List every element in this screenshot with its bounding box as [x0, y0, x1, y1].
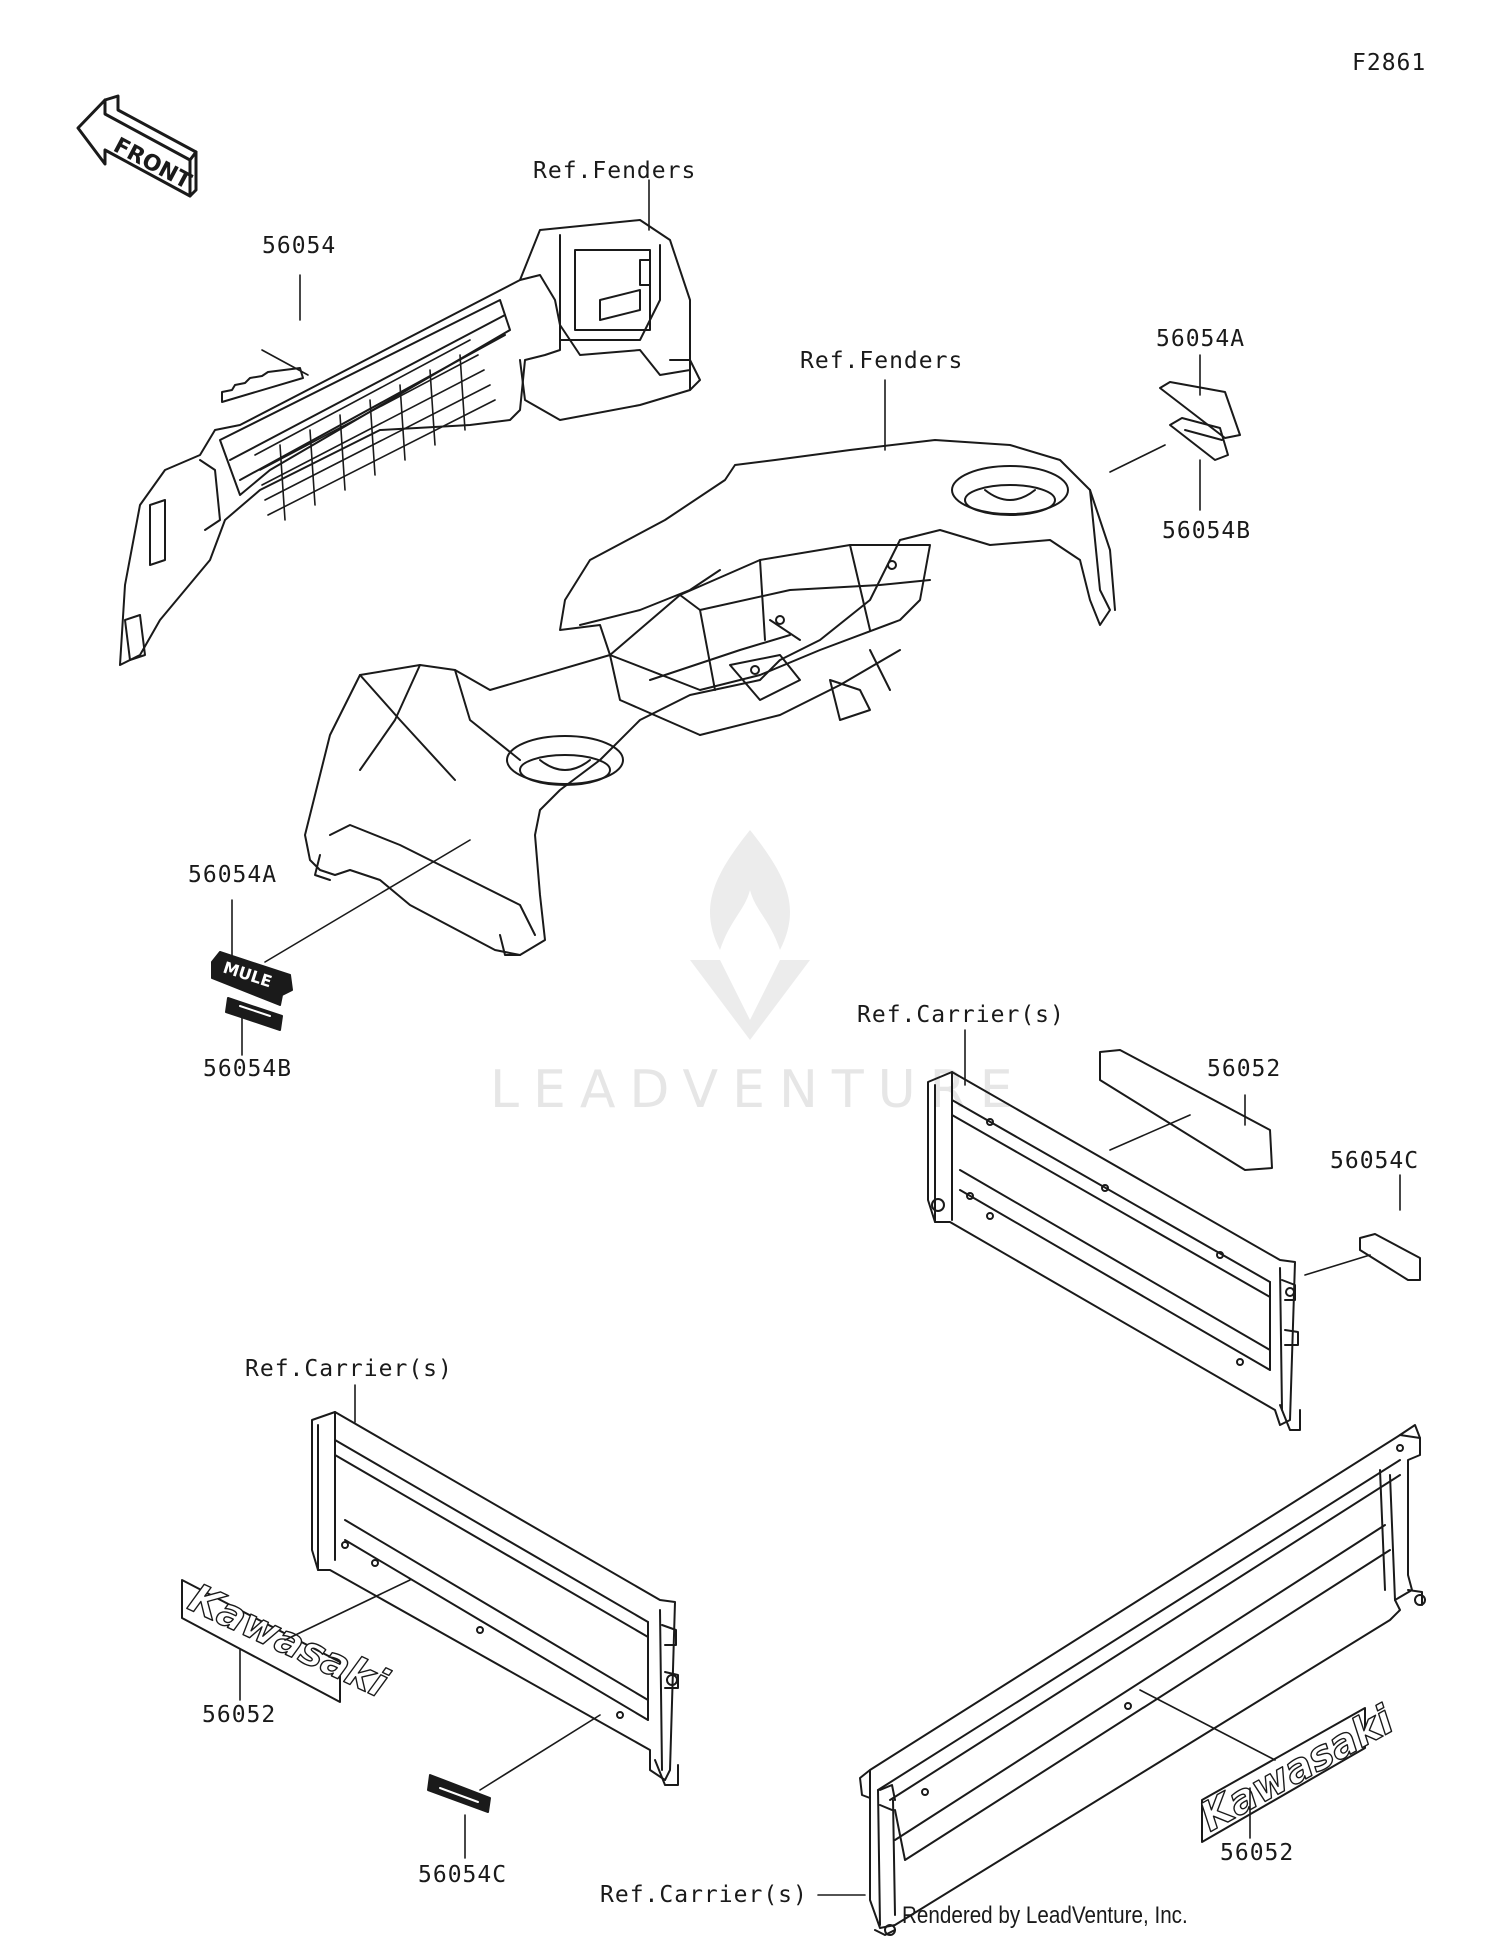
label-ref-fenders-front[interactable]: Ref.Fenders: [533, 158, 697, 184]
label-ref-carriers-upper[interactable]: Ref.Carrier(s): [857, 1002, 1065, 1028]
leadventure-watermark-flame-icon: [690, 830, 810, 1040]
svg-text:Kawasaki: Kawasaki: [1193, 1697, 1403, 1841]
label-part-56054b-right[interactable]: 56054B: [1162, 518, 1252, 544]
svg-text:Kawasaki: Kawasaki: [182, 1575, 396, 1707]
badge-56054c-bottom: [427, 1774, 491, 1813]
diagram-code: F2861: [1352, 50, 1427, 76]
watermark-text: LEADVENTURE: [490, 1060, 1027, 1120]
label-part-56052-left[interactable]: 56052: [202, 1702, 277, 1728]
mule-logo-decal: MULE: [211, 951, 293, 1006]
label-part-56052-upper[interactable]: 56052: [1207, 1056, 1282, 1082]
decal-56052-upper: [1099, 1049, 1273, 1171]
label-ref-carriers-bottom[interactable]: Ref.Carrier(s): [600, 1882, 808, 1908]
label-ref-fenders-main[interactable]: Ref.Fenders: [800, 348, 964, 374]
kawasaki-decal-right: Kawasaki: [1192, 1696, 1403, 1843]
kawasaki-decal-left: Kawasaki: [181, 1575, 396, 1708]
label-part-56052-bottom[interactable]: 56052: [1220, 1840, 1295, 1866]
label-part-56054a-left[interactable]: 56054A: [188, 862, 278, 888]
label-part-56054a-right[interactable]: 56054A: [1156, 326, 1246, 352]
label-part-56054c-right[interactable]: 56054C: [1330, 1148, 1420, 1174]
front-arrow-icon: FRONT: [76, 94, 198, 198]
decal-56054a-56054b-right: [1159, 381, 1241, 461]
badge-56054b-left: [225, 997, 283, 1031]
cup-holder-right: [951, 465, 1069, 516]
decal-56054c-right: [1359, 1233, 1421, 1281]
carrier-gate-upper: [927, 1071, 1301, 1431]
leader-lines: [231, 179, 1401, 1896]
label-ref-carriers-lower-left[interactable]: Ref.Carrier(s): [245, 1356, 453, 1382]
label-part-56054c-bottom[interactable]: 56054C: [418, 1862, 508, 1888]
render-credit: Rendered by LeadVenture, Inc.: [902, 1902, 1188, 1929]
label-part-56054[interactable]: 56054: [262, 233, 337, 259]
rear-fender-body: [304, 439, 1116, 956]
cup-holder-left: [506, 735, 624, 786]
front-fender-grille: [119, 219, 701, 666]
label-part-56054b-left[interactable]: 56054B: [203, 1056, 293, 1082]
carrier-tailgate-bottom-right: [859, 1424, 1426, 1936]
decal-56054: [221, 367, 304, 403]
carrier-gate-lower-left: [311, 1411, 679, 1786]
